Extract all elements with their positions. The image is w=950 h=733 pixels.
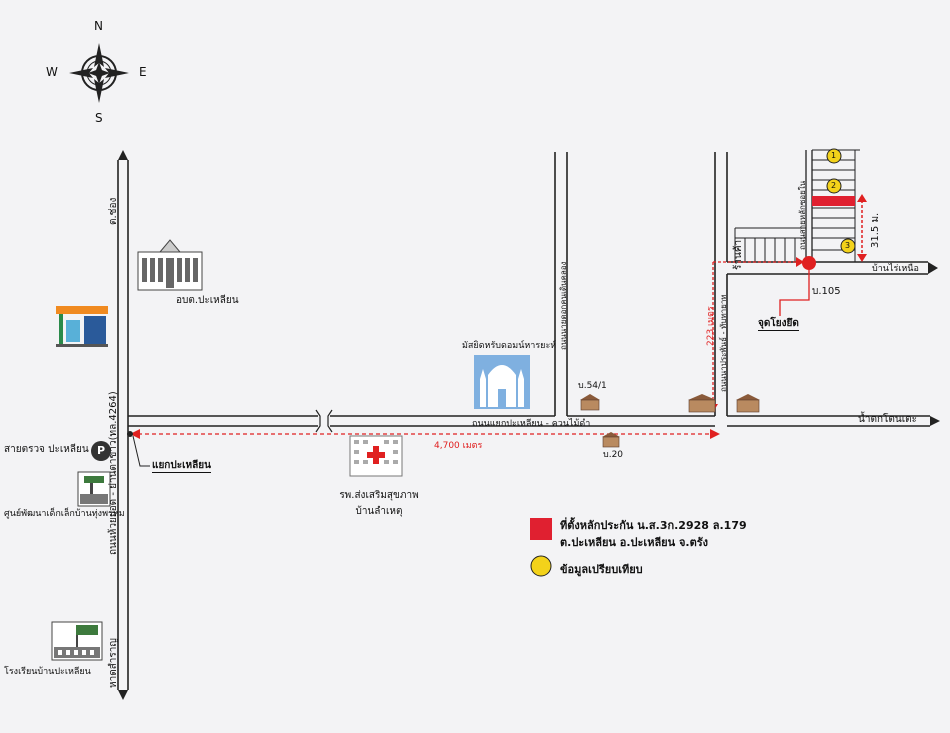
main-vertical-road [117,160,129,690]
north-arrow-icon [118,150,128,160]
target-point-marker [802,256,816,270]
south-arrow-icon [118,690,128,700]
main-horizontal-road-label: ถนนแยกปะเหลียน - ควนไม้ดำ [472,419,591,429]
legend-collateral-line2: ต.ปะเหลียน อ.ปะเหลียน จ.ตรัง [560,536,709,549]
legend-comparison-label: ข้อมูลเปรียบเทียบ [560,563,643,576]
legend-comparison-swatch [530,555,552,577]
compass-e: E [139,65,147,79]
marker-2: 2 [831,181,837,190]
side-road-1 [554,152,568,416]
east-arrow-icon [930,416,940,426]
school-label: โรงเรียนบ้านปะเหลียน [4,667,91,677]
district-office-icon [137,239,203,291]
house-105-label: บ.105 [812,286,841,297]
upper-east-arrow-icon [928,262,938,274]
house-541-label: บ.54/1 [578,381,607,391]
house-icon [688,394,716,413]
parking-label: P [97,444,106,457]
hospital-label: รพ.ส่งเสริมสุขภาพ บ้านลำเหตุ [339,490,419,517]
compass-n: N [94,19,103,33]
mosque-icon [474,355,530,409]
side-road-1-label: ถนนนายดอกคนเดินคลอง [559,261,568,350]
side-distance-arrow [712,261,800,408]
junction-dot [127,431,133,437]
side-road-2 [714,152,728,416]
upper-road-label: บ้านไร่เหนือ [872,264,919,274]
road-hatsamran-label: หาดสำราญ [108,638,119,688]
lower-road-label: น้ำตกโตนเตะ [858,414,917,425]
comparison-markers [826,148,856,254]
childcare-icon [77,471,111,507]
district-office-label: อบต.ปะเหลียน [176,295,239,306]
house-icon [736,394,760,413]
legend-collateral-line1: ที่ตั้งหลักประกัน น.ส.3ก.2928 ล.179 [560,519,747,532]
compass-icon [69,43,129,103]
main-distance-label: 4,700 เมตร [434,441,483,451]
main-horizontal-road [128,415,930,427]
target-leader-line [779,270,810,316]
hospital-icon [349,435,403,477]
parking-icon [91,441,111,461]
shop-label: ร้านค้า [733,239,744,270]
collateral-parcel [812,196,855,206]
house-20-label: บ.20 [603,450,624,460]
gas-station-icon [56,306,108,347]
street-name-label: ถนนสายหลักซอยใน [798,180,807,250]
bridge-icon [315,409,333,433]
school-icon [51,621,103,661]
checkpoint-label: สายตรวจ ปะเหลียน [4,444,89,455]
road-chong-label: ต.ช่อง [108,197,119,225]
road-main-vertical-label: ถนนห้วยยอด - ย่านตาขาว(ทล.4264) [108,391,119,555]
side-road-2-label: ถนนนาประพันธ์ - ทับทายาท [719,294,728,392]
side-distance-label: 223 เมตร [706,306,716,346]
junction-leader [132,435,150,467]
childcare-label: ศูนย์พัฒนาเด็กเล็กบ้านทุ่งพรหม [4,509,125,519]
setback-label: 31.5 ม. [870,212,881,248]
compass-w: W [46,65,58,79]
legend-collateral-swatch [530,518,552,540]
parcels-left [734,227,806,262]
marker-3: 3 [845,241,851,250]
compass-s: S [95,111,103,125]
target-point-label: จุดโยงยึด [758,318,799,331]
mosque-label: มัสยิดหรับดอมน์หารยะห์ [462,341,557,351]
house-icon [602,432,620,448]
house-icon [580,394,600,411]
marker-1: 1 [831,151,837,160]
junction-label: แยกปะเหลียน [152,460,211,473]
